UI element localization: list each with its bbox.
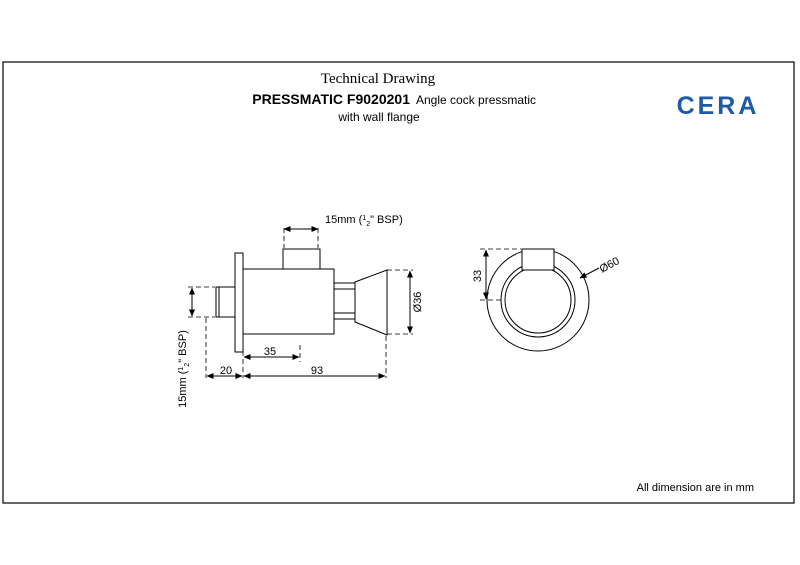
product-code: PRESSMATIC F9020201 — [252, 91, 410, 107]
diameter-60-label: Ø60 — [598, 255, 622, 275]
wall-flange — [234, 252, 244, 353]
front-view — [480, 248, 600, 352]
product-description-line1: Angle cock pressmatic — [416, 93, 536, 107]
dim-93-label: 93 — [311, 365, 323, 377]
top-outlet — [282, 248, 321, 270]
handle-inner-circle — [504, 266, 572, 334]
push-handle — [354, 269, 388, 336]
leader-diameter-60 — [579, 267, 600, 279]
valve-stem — [333, 282, 356, 320]
top-thread-dim-label: 15mm (12" BSP) — [325, 214, 403, 228]
drawing-subtitle: Technical Drawing — [321, 71, 436, 87]
dim-20-label: 20 — [220, 365, 232, 377]
dim-33-label: 33 — [472, 270, 484, 282]
handle-outer-circle — [500, 262, 576, 338]
valve-body — [242, 268, 335, 335]
cera-logo: CERA — [677, 92, 760, 120]
drawing-border — [2, 61, 795, 504]
diameter-36-label: Ø36 — [412, 292, 424, 313]
left-thread-dim-label: 15mm (12" BSP) — [177, 330, 191, 408]
front-top-outlet — [521, 248, 555, 271]
dim-35-label: 35 — [264, 346, 276, 358]
side-view — [188, 226, 413, 379]
product-description-line2: with wall flange — [337, 110, 420, 124]
units-note: All dimension are in mm — [637, 482, 754, 494]
spigot — [215, 286, 236, 318]
